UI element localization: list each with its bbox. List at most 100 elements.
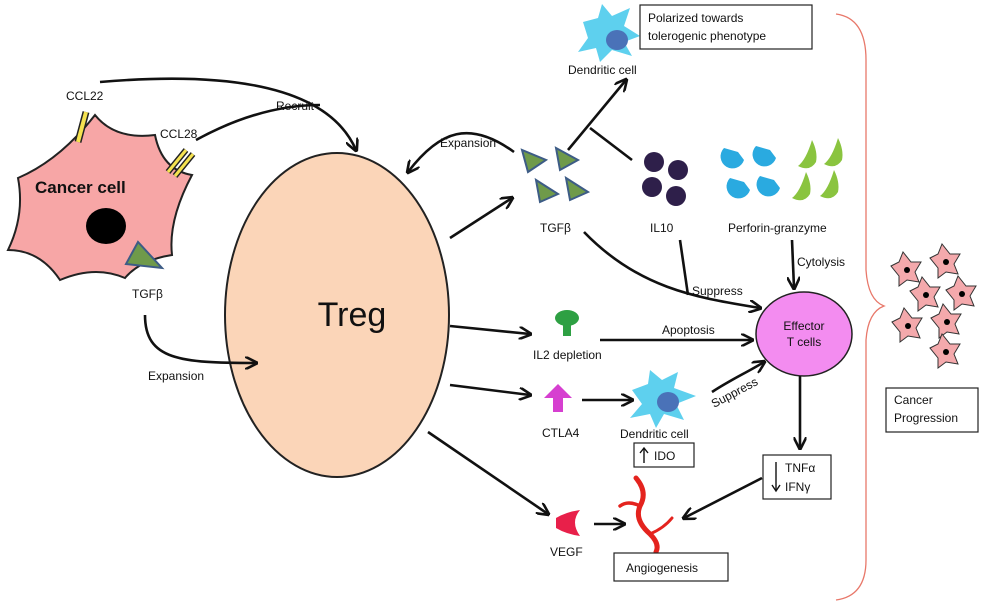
progression-cell-icon [929,333,961,369]
dendritic-nucleus-icon [606,30,628,50]
perforin-icon [752,146,776,167]
angiogenesis-box [613,552,729,582]
cancer-cell-nucleus [86,208,126,244]
cancer-progression-box [885,387,979,433]
tgfb-cancer-label: TGFβ [132,287,163,301]
progression-cell-icon [930,303,962,339]
cancer-cell-body [6,113,194,282]
treg-to-il2-arrow [449,324,530,334]
polarized-line1: Polarized towards [648,11,743,25]
treg-cell [224,152,450,478]
dendritic-nucleus-icon [657,392,679,412]
blood-vessel-icon [618,475,674,555]
ccl28-label: CCL28 [160,127,198,141]
expansion-top-label: Expansion [440,136,496,150]
vegf-icon [556,510,580,536]
dendritic-cell-top-body [578,4,640,62]
perforin-icon [720,148,744,169]
ccl28-recruit-arrow [195,103,321,142]
ccl22-label: CCL22 [66,89,104,103]
angiogenesis-label: Angiogenesis [626,561,698,575]
il10-dot-icon [666,186,686,206]
ctla4-icon [544,384,572,412]
tnf-to-angiogenesis-arrow [684,476,763,518]
up-arrow-icon [639,446,649,463]
cytolysis-label: Cytolysis [797,255,845,269]
tgfb-suppress-arrow [583,231,760,308]
treg-to-vegf-arrow [427,430,548,514]
granzyme-icon [824,138,843,167]
tnfa-label: TNFα [785,461,815,475]
progression-cell-icon [909,276,941,312]
ifng-label: IFNγ [785,480,810,494]
progression-cell-icon [929,243,961,279]
cancer-progression-line1: Cancer [894,393,933,407]
tnf-ifn-box [762,454,832,500]
tgfb-triangle-icon [554,146,581,172]
dendritic-suppress-arrow [711,362,764,394]
progression-cell-icon [891,307,923,343]
progression-bracket [835,13,886,601]
cancer-cell-label: Cancer cell [35,178,126,197]
granzyme-icon [798,140,817,169]
perforin-granzyme-group: Perforin-granzyme [720,138,843,235]
progression-cells [890,243,977,369]
il10-dot-icon [644,152,664,172]
effector-t-cells [755,291,853,377]
cytolysis-arrow [792,239,794,288]
tgfb-triangle-icon [520,148,549,174]
il10-suppress-line [678,239,690,296]
dendritic-cell-bottom: Dendritic cell [620,370,696,441]
ido-label: IDO [654,449,675,463]
tgfb-triangle-icon [534,177,561,204]
il10-inhibit-line [589,126,633,162]
effector-line2: T cells [787,335,821,349]
il10-dot-icon [668,160,688,180]
il10-dot-icon [642,177,662,197]
treg-label: Treg [318,296,387,334]
dendritic-bottom-label: Dendritic cell [620,427,689,441]
perforin-icon [726,178,750,199]
ccl28-receptor-icon [165,148,196,178]
il2-stem-icon [563,322,571,336]
perforin-icon [756,176,780,197]
granzyme-icon [820,170,839,199]
down-arrow-icon [771,462,781,493]
tgfb-group: TGFβ [520,146,591,235]
treg-to-ctla4-arrow [449,383,530,395]
recruit-arrow [99,77,356,150]
vegf-group: VEGF [550,510,583,559]
granzyme-icon [792,172,811,201]
cancer-cell: Cancer cell CCL22 CCL28 TGFβ [6,89,198,301]
polarized-box [639,4,813,50]
ctla4-label: CTLA4 [542,426,580,440]
il2-label: IL2 depletion [533,348,602,362]
expansion-arrow-left [143,314,256,363]
il2-group: IL2 depletion [533,310,602,362]
tgfb-expansion-arrow [408,131,515,172]
tgfb-triangle-icon [564,175,591,202]
expansion-left-label: Expansion [148,369,204,383]
perforin-label: Perforin-granzyme [728,221,827,235]
vegf-label: VEGF [550,545,583,559]
ctla4-group: CTLA4 [542,384,580,440]
tgfb-triangle-icon [124,240,165,270]
apoptosis-label: Apoptosis [662,323,715,337]
progression-cell-icon [945,275,977,311]
tgfb-to-dendritic-arrow [566,80,626,151]
progression-cell-icon [890,251,922,287]
dendritic-top-label: Dendritic cell [568,63,637,77]
polarized-line2: tolerogenic phenotype [648,29,766,43]
suppress-top-label: Suppress [692,284,743,298]
il10-group: IL10 [642,152,688,235]
treg-to-tgfb-arrow [449,198,512,240]
ccl22-receptor-icon [74,111,90,143]
cancer-progression-line2: Progression [894,411,958,425]
dendritic-cell-top: Dendritic cell [568,4,640,77]
tgfb-mid-label: TGFβ [540,221,571,235]
il2-icon [555,310,579,326]
il10-label: IL10 [650,221,674,235]
recruit-label: Recruit [276,99,315,113]
effector-line1: Effector [783,319,824,333]
